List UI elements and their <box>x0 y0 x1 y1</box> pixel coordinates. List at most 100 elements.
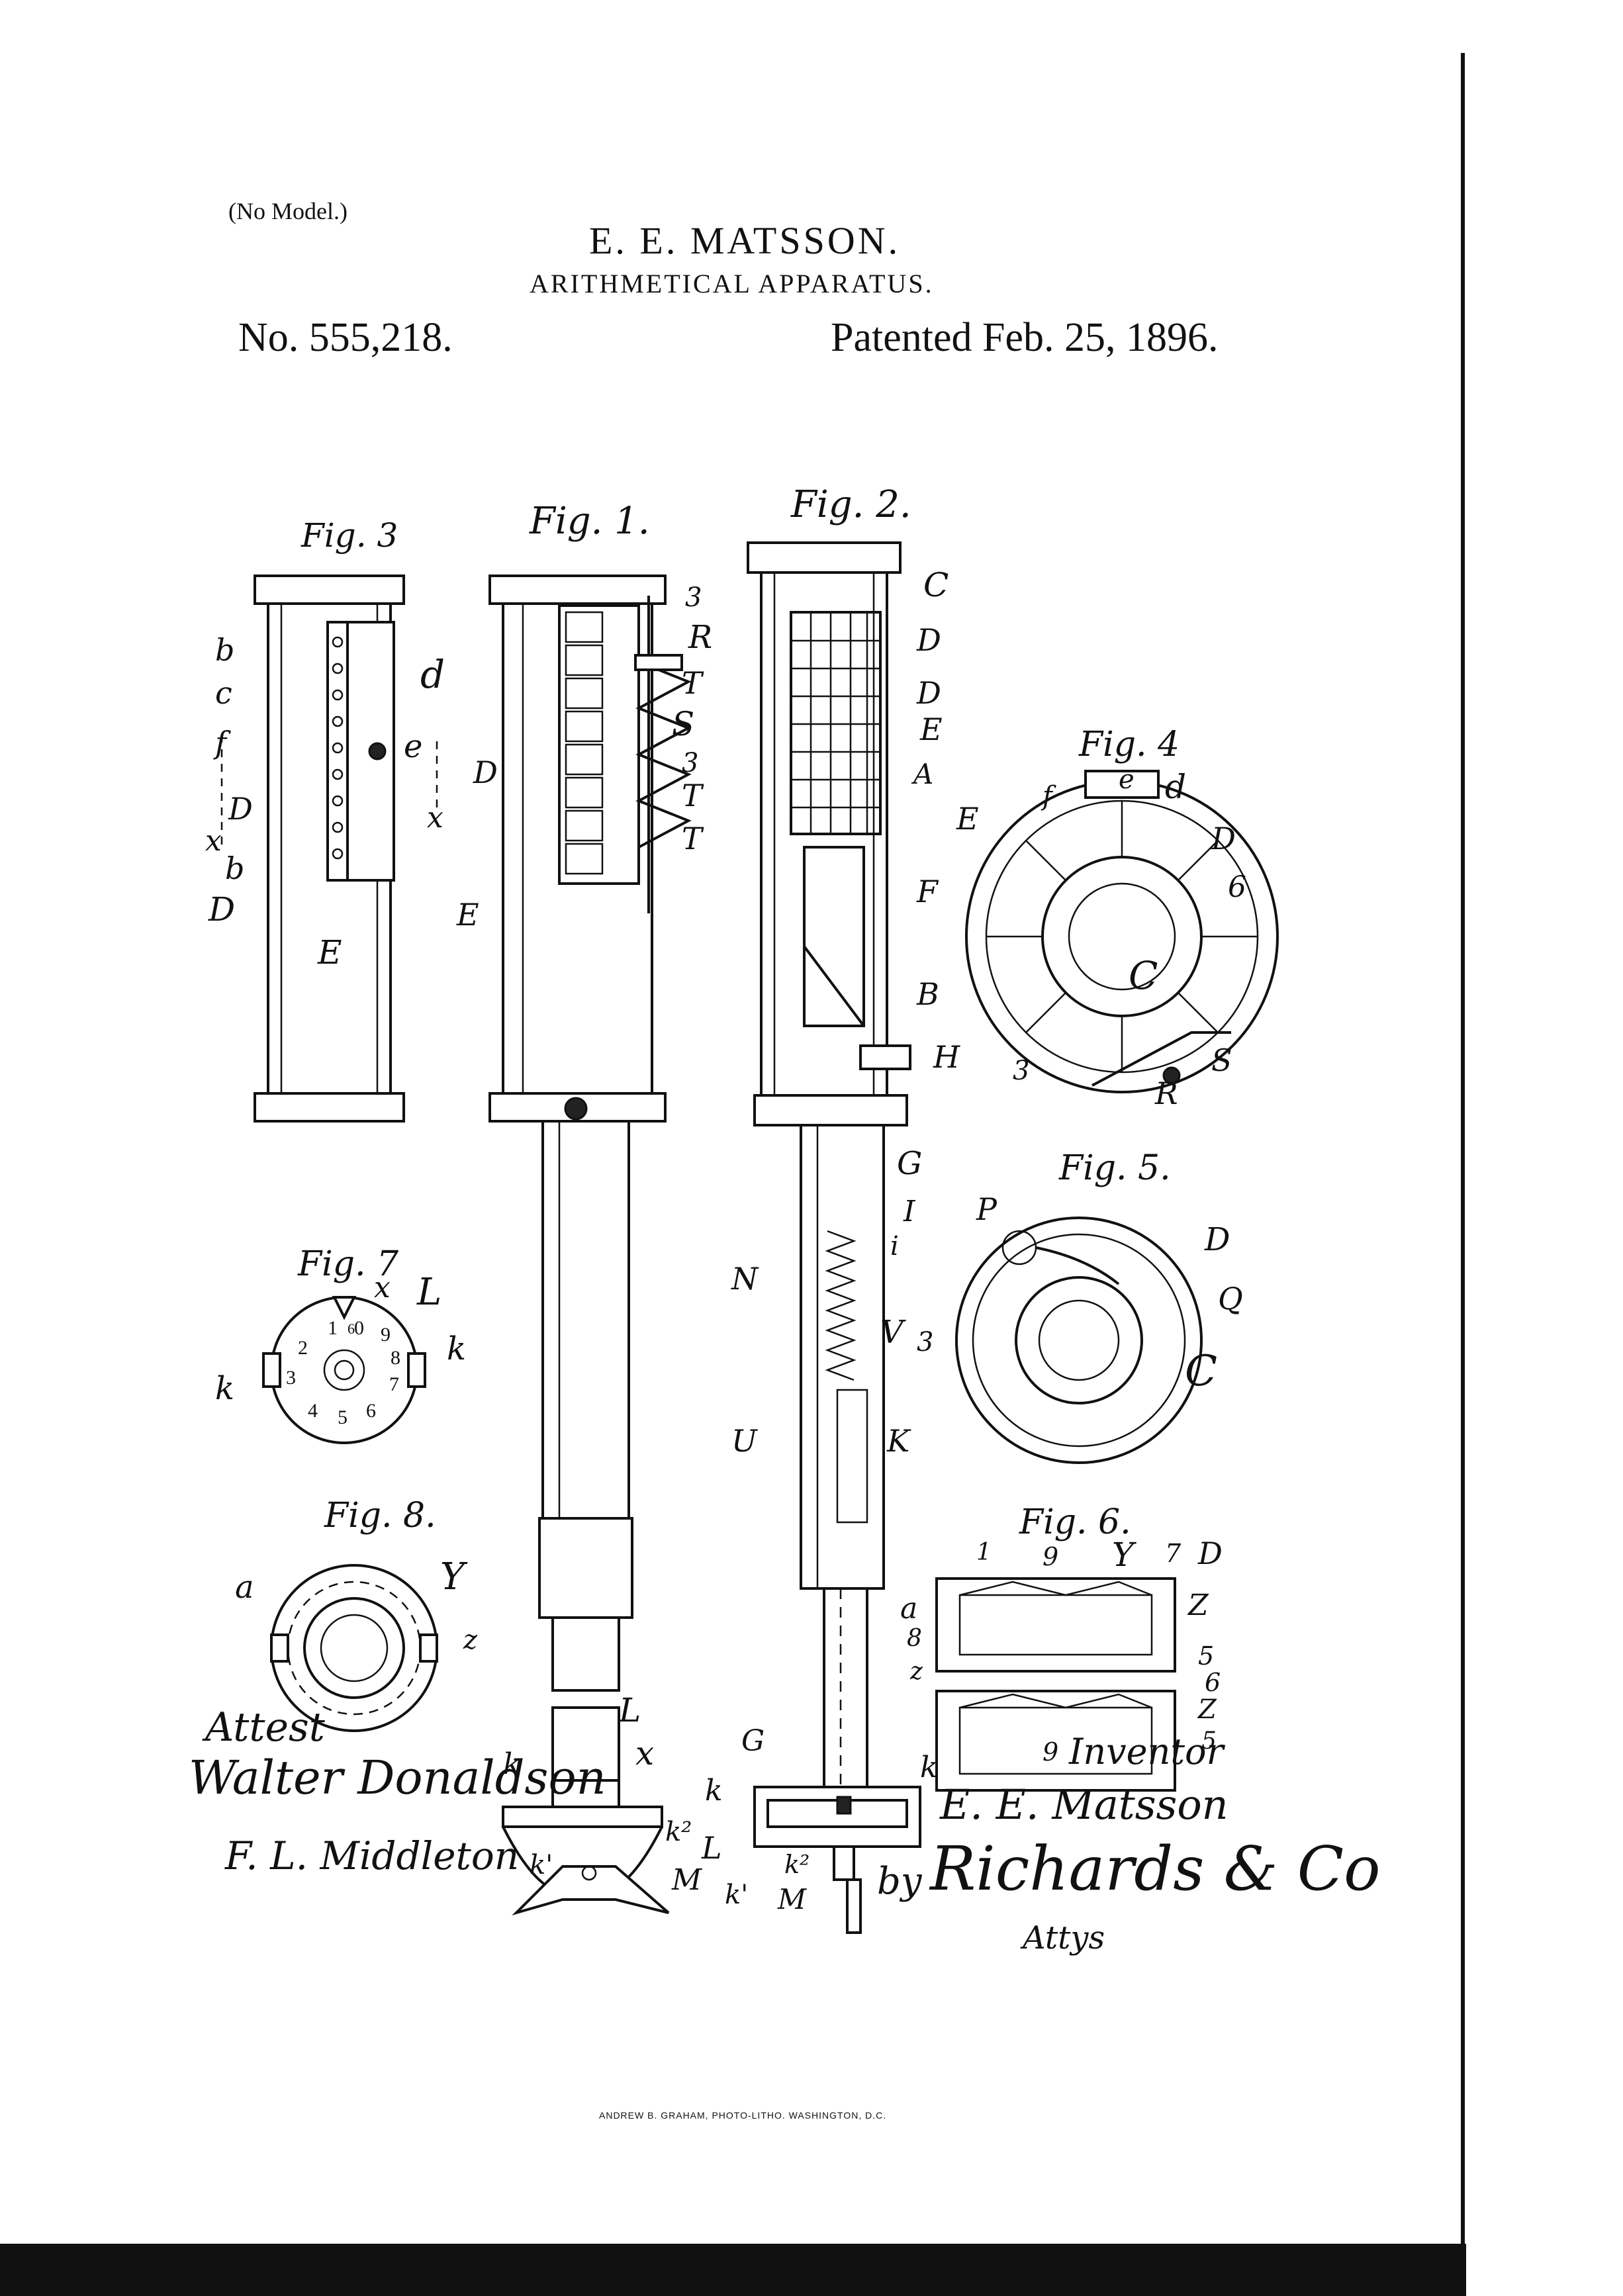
fig2-label: M <box>778 1883 807 1915</box>
fig4-label: E <box>956 801 979 837</box>
fig6-caption: Fig. 6. <box>1019 1502 1131 1542</box>
fig4-label: C <box>1129 953 1158 998</box>
fig7-drawing <box>262 1296 426 1444</box>
fig3-label: f <box>215 725 227 760</box>
fig6-label: Y <box>1112 1536 1135 1574</box>
fig1-label: k² <box>665 1817 692 1847</box>
fig6-label: Z <box>1188 1588 1209 1622</box>
fig1-label: D <box>473 755 498 790</box>
fig1-label: 3 <box>682 748 699 778</box>
by-label: by <box>877 1860 922 1903</box>
fig3-label: c <box>215 675 232 711</box>
model-note: (No Model.) <box>228 198 348 224</box>
fig2-label: k <box>920 1751 938 1784</box>
fig6-label: 7 <box>1165 1539 1182 1568</box>
printer-credit: ANDREW B. GRAHAM, PHOTO-LITHO. WASHINGTO… <box>599 2110 887 2121</box>
fig7-dial-number: 2 <box>298 1337 308 1359</box>
fig2-label: D <box>917 622 941 658</box>
fig4-label: 6 <box>1228 870 1246 904</box>
fig7-dial-number: 5 <box>338 1406 348 1428</box>
fig3-label: b <box>225 850 245 886</box>
fig7-dial-number: 7 <box>389 1373 399 1395</box>
witness-signature-1: Walter Donaldson <box>189 1751 606 1805</box>
fig6-label: D <box>1198 1536 1223 1571</box>
fig3-caption: Fig. 3 <box>301 516 398 555</box>
fig8-drawing <box>270 1564 438 1732</box>
witness-signature-2: F. L. Middleton <box>225 1833 520 1878</box>
fig2-label: L <box>702 1830 722 1866</box>
fig1-label: R <box>688 619 713 656</box>
fig1-label: k' <box>530 1850 553 1880</box>
fig1-caption: Fig. 1. <box>530 500 650 543</box>
attys-label: Attys <box>1023 1919 1105 1956</box>
fig1-label: x <box>635 1734 655 1772</box>
fig2-label: k' <box>725 1880 749 1910</box>
fig3-label: x <box>427 801 443 835</box>
fig1-label: T <box>682 778 702 813</box>
fig8-label: z <box>463 1625 478 1655</box>
fig2-label: k² <box>784 1850 810 1879</box>
patent-title: ARITHMETICAL APPARATUS. <box>530 269 934 298</box>
fig1-label: T <box>682 665 702 701</box>
fig2-label: H <box>933 1039 960 1075</box>
fig7-dial-number: 3 <box>286 1367 296 1389</box>
fig6-drawing <box>935 1577 1176 1792</box>
fig7-dial-number: 8 <box>391 1347 400 1369</box>
fig3-label: x <box>205 824 222 858</box>
fig6-label: 5 <box>1201 1727 1217 1755</box>
fig2-label: D <box>917 675 941 711</box>
fig6-label: a <box>900 1592 918 1626</box>
inventor-signature: E. E. Matsson <box>940 1780 1229 1829</box>
fig7-dial-number: 6 <box>366 1400 376 1422</box>
fig6-label: z <box>910 1658 923 1685</box>
fig8-caption: Fig. 8. <box>324 1496 436 1536</box>
fig7-label: x <box>374 1271 391 1305</box>
fig7-label: k <box>215 1370 235 1407</box>
fig3-label: D <box>228 791 253 827</box>
fig3-label: D <box>209 890 236 929</box>
fig1-label: k <box>503 1747 521 1781</box>
fig7-caption: Fig. 7 <box>298 1244 399 1284</box>
fig4-caption: Fig. 4 <box>1079 725 1180 764</box>
fig2-label: N <box>731 1261 759 1297</box>
fig7-dial-number: 0 <box>354 1317 364 1339</box>
fig2-drawing <box>747 541 921 1934</box>
fig2-label: E <box>920 712 943 747</box>
fig2-caption: Fig. 2. <box>791 483 911 526</box>
fig3-label: d <box>420 652 445 697</box>
fig7-dial-number: 6 <box>348 1320 355 1337</box>
fig4-drawing <box>965 770 1279 1093</box>
fig1-label: 3 <box>685 582 702 613</box>
attest-label: Attest <box>205 1704 325 1751</box>
fig6-label: 8 <box>907 1625 922 1652</box>
fig2-label: i <box>890 1231 899 1262</box>
fig3-label: E <box>318 933 342 972</box>
fig4-label: d <box>1165 768 1187 806</box>
fig4-label: 3 <box>1013 1056 1030 1086</box>
fig1-label: L <box>619 1691 641 1729</box>
fig2-label: B <box>917 976 939 1012</box>
fig2-label: I <box>904 1195 915 1228</box>
fig4-label: f <box>1043 781 1052 811</box>
fig4-label: D <box>1211 821 1236 856</box>
fig2-label: C <box>923 566 949 604</box>
fig1-drawing <box>488 574 692 1916</box>
fig5-label: 3 <box>917 1327 934 1357</box>
attorney-signature: Richards & Co <box>930 1833 1381 1904</box>
fig6-label: Z <box>1198 1694 1217 1725</box>
fig5-caption: Fig. 5. <box>1059 1148 1171 1188</box>
fig2-label: G <box>897 1145 923 1182</box>
fig5-label: C <box>1185 1347 1217 1396</box>
fig6-label: 5 <box>1198 1641 1215 1671</box>
fig5-label: Q <box>1218 1281 1243 1316</box>
fig2-label: k <box>705 1774 723 1808</box>
fig8-label: a <box>235 1569 254 1606</box>
fig1-label: M <box>672 1863 702 1897</box>
fig6-label: 9 <box>1043 1737 1059 1767</box>
fig1-label: S <box>672 705 695 743</box>
fig5-label: P <box>976 1191 997 1227</box>
fig6-label: 6 <box>1205 1668 1221 1697</box>
fig7-dial-number: 9 <box>381 1324 391 1346</box>
